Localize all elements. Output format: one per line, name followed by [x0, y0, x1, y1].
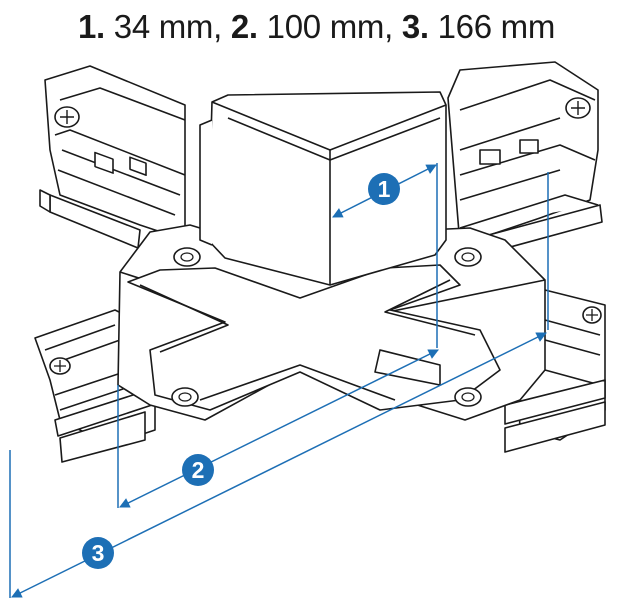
screw-icon-body-back-right [454, 247, 482, 267]
dim-1-separator: , [213, 8, 222, 45]
screw-icon-body-front-right [454, 387, 482, 407]
dim-2-number: 2. [230, 8, 258, 45]
callout-badge-3: 3 [82, 537, 114, 569]
screw-icon-front-right [582, 306, 602, 324]
dim-2-value: 100 mm [266, 8, 385, 45]
callout-label-1: 1 [378, 176, 391, 202]
screw-icon-front-left [49, 357, 71, 375]
callout-badge-1: 1 [368, 173, 400, 205]
callout-label-3: 3 [92, 540, 105, 566]
track-arm-back-right [447, 61, 603, 259]
dim-3-value: 166 mm [437, 8, 556, 45]
screw-icon-body-front-left [171, 387, 199, 407]
screw-icon-back-right [565, 97, 591, 119]
dimension-heading: 1. 34 mm, 2. 100 mm, 3. 166 mm [0, 8, 633, 46]
screw-icon-body-back-left [173, 247, 201, 267]
screw-icon-back-left [54, 106, 80, 128]
dim-1-value: 34 mm [113, 8, 214, 45]
dim-1-number: 1. [77, 8, 105, 45]
dim-3-number: 3. [401, 8, 429, 45]
callout-label-2: 2 [192, 457, 205, 483]
dim-2-separator: , [384, 8, 393, 45]
callout-badge-2: 2 [182, 454, 214, 486]
center-housing [199, 91, 447, 286]
track-arm-back-left [39, 65, 186, 249]
